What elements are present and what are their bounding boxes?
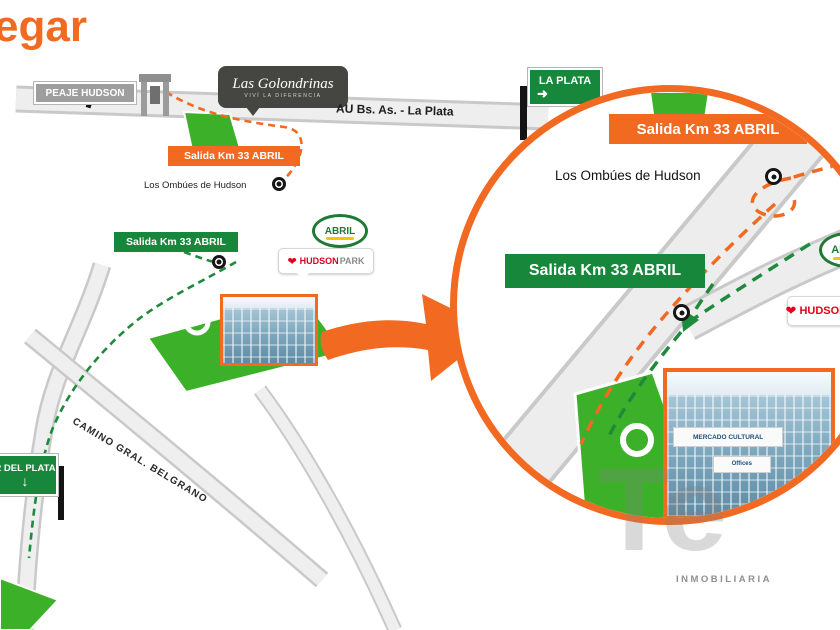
bubble-pointer [297, 273, 309, 280]
las-golondrinas-tagline: VIVÍ LA DIFERENCIA [244, 92, 322, 99]
green-area-bottom [0, 576, 60, 630]
inset-hudson-park-sign: ❤ HUDSON PARK [785, 296, 840, 326]
watermark-text: Te [598, 444, 727, 576]
mar-del-plata-sign: R DEL PLATA ↓ [0, 454, 58, 496]
sign-post [520, 86, 527, 140]
abril-logo: ABRIL [312, 214, 368, 248]
building-sign-offices: Offices [712, 455, 771, 474]
toll-booth-icon [139, 74, 171, 116]
hudson-park-sign: ❤ HUDSON PARK [278, 248, 374, 280]
building-photo-small [220, 294, 318, 366]
magnifier-inset: Salida Km 33 ABRIL Los Ombúes de Hudson … [450, 85, 840, 525]
watermark-caption: INMOBILIARIA [676, 574, 772, 585]
peaje-hudson-sign: PEAJE HUDSON [34, 82, 136, 104]
sign-pointer [246, 107, 260, 116]
las-golondrinas-name: Las Golondrinas [232, 75, 334, 92]
exit-point-green [212, 255, 226, 269]
heart-icon: ❤ [785, 303, 797, 318]
inset-salida-orange-sign: Salida Km 33 ABRIL [609, 114, 807, 144]
down-arrow-icon: ↓ [21, 473, 29, 489]
building-photo-large: MERCADO CULTURAL Offices [663, 368, 835, 518]
white-ring-marker [183, 308, 211, 336]
salida-km33-green-sign: Salida Km 33 ABRIL [114, 232, 238, 252]
exit-point-orange [272, 177, 286, 191]
right-arrow-icon: ➜ [537, 85, 548, 101]
ombues-label: Los Ombúes de Hudson [144, 180, 247, 191]
building-sign-mercado: MERCADO CULTURAL [673, 426, 784, 448]
inset-ombues-label: Los Ombúes de Hudson [555, 168, 701, 183]
heart-icon: ❤ [287, 255, 297, 268]
las-golondrinas-sign: Las Golondrinas VIVÍ LA DIFERENCIA [218, 66, 348, 116]
salida-km33-orange-sign: Salida Km 33 ABRIL [168, 146, 300, 166]
inset-exit-point-green [673, 304, 690, 321]
green-route [27, 260, 237, 559]
page-title: egar [0, 2, 87, 51]
sign-post-bottom [58, 466, 64, 520]
inset-orange-route [579, 202, 777, 445]
inset-white-ring [620, 423, 654, 457]
inset-orange-loop [750, 176, 797, 218]
inset-salida-green-sign: Salida Km 33 ABRIL [505, 254, 705, 288]
inset-exit-point-orange [765, 168, 782, 185]
